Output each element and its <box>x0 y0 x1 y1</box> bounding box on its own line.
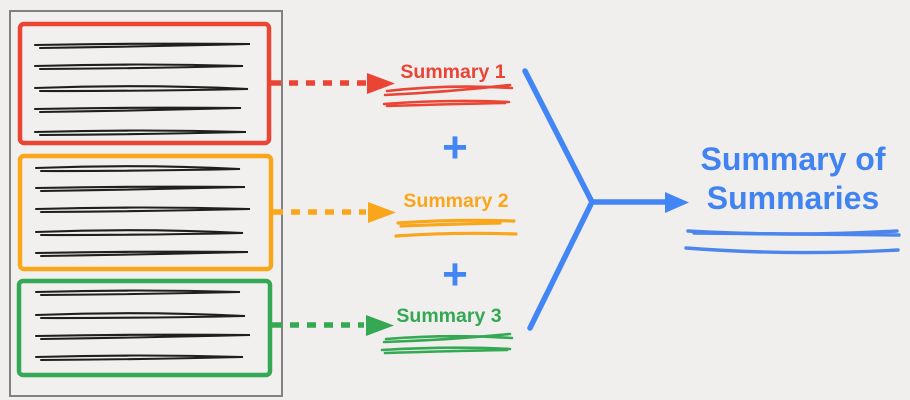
scribble-text-line <box>34 206 251 214</box>
section-3-arrow <box>269 315 394 336</box>
scribble-text-line <box>34 229 244 237</box>
summary-2-label: Summary 2 <box>403 190 509 212</box>
scribble-text-line <box>33 63 244 71</box>
document-outline <box>9 10 283 397</box>
document-text-scribbles <box>33 42 251 362</box>
result-title-line-1: Summary of <box>700 141 886 177</box>
scribble-text-line <box>33 106 242 114</box>
result-title-line-2: Summaries <box>706 180 880 216</box>
scribble-text-line <box>33 129 247 137</box>
scribble-text-line <box>33 42 251 50</box>
result-title: Summary of Summaries <box>701 140 886 218</box>
section-2-arrow <box>270 202 396 223</box>
summary-3-label: Summary 3 <box>396 305 502 327</box>
scribble-text-line <box>34 312 246 320</box>
scribble-text-line <box>34 333 251 341</box>
scribble-text-line <box>34 354 244 362</box>
merge-arrow <box>522 68 689 331</box>
summary-1-scribble <box>382 83 514 108</box>
section-1-arrow <box>268 73 395 94</box>
summary-2-scribble <box>394 218 518 238</box>
scribble-text-line <box>34 185 246 193</box>
scribble-text-line <box>34 165 241 173</box>
scribble-text-line <box>34 250 249 258</box>
summary-3-scribble <box>380 332 514 355</box>
summary-1-label: Summary 1 <box>400 61 506 83</box>
scribble-text-line <box>34 289 241 297</box>
section-3-highlight-box <box>16 278 273 378</box>
scribble-text-line <box>33 85 249 93</box>
source-document <box>9 10 283 397</box>
result-scribble <box>684 229 901 255</box>
